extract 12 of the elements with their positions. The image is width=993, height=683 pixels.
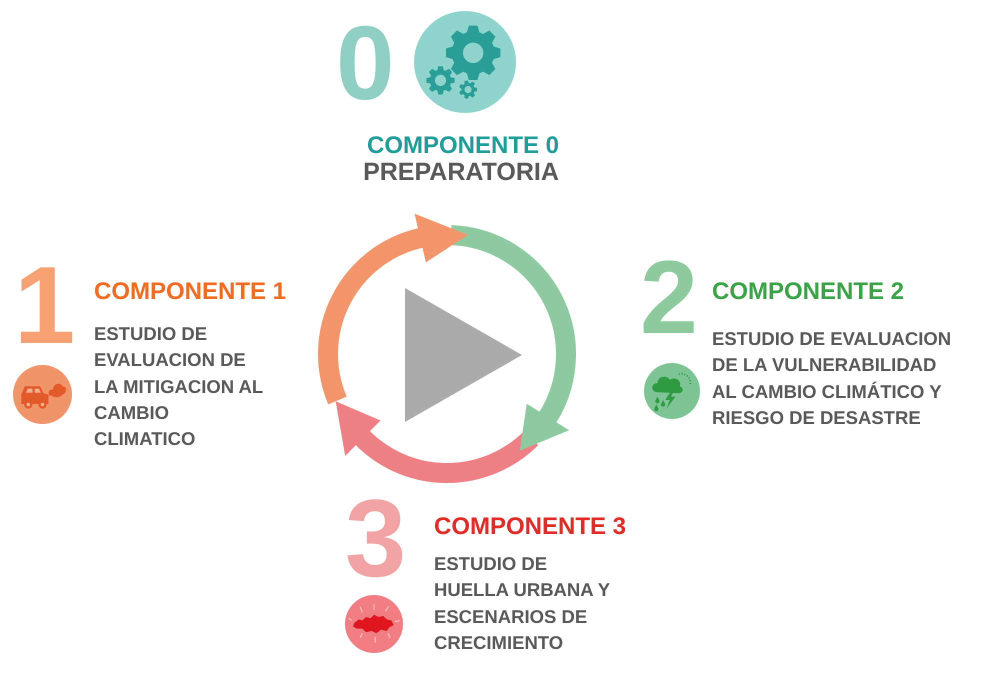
component-description: ESTUDIO DE EVALUACION DE LA VULNERABILIDAD AL CAMBIO CLIMÁTICO Y RIESGO DE DESASTRE [712, 327, 952, 430]
component-heading: COMPONENTE 0 [366, 132, 560, 160]
step-number: 1 [14, 262, 76, 350]
component-title: PREPARATORIA [363, 158, 559, 187]
step-number: 0 [336, 22, 394, 106]
component-heading: COMPONENTE 2 [712, 278, 904, 306]
step-number: 3 [345, 495, 406, 583]
step-number: 2 [640, 257, 698, 340]
component-description: ESTUDIO DE EVALUACION DE LA MITIGACION AL CAMBIO CLIMATICO [94, 322, 264, 452]
component-heading: COMPONENTE 3 [434, 513, 626, 541]
component-description: ESTUDIO DE HUELLA URBANA Y ESCENARIOS DE CRECIMIENTO [434, 552, 611, 655]
component-heading: COMPONENTE 1 [94, 278, 286, 306]
